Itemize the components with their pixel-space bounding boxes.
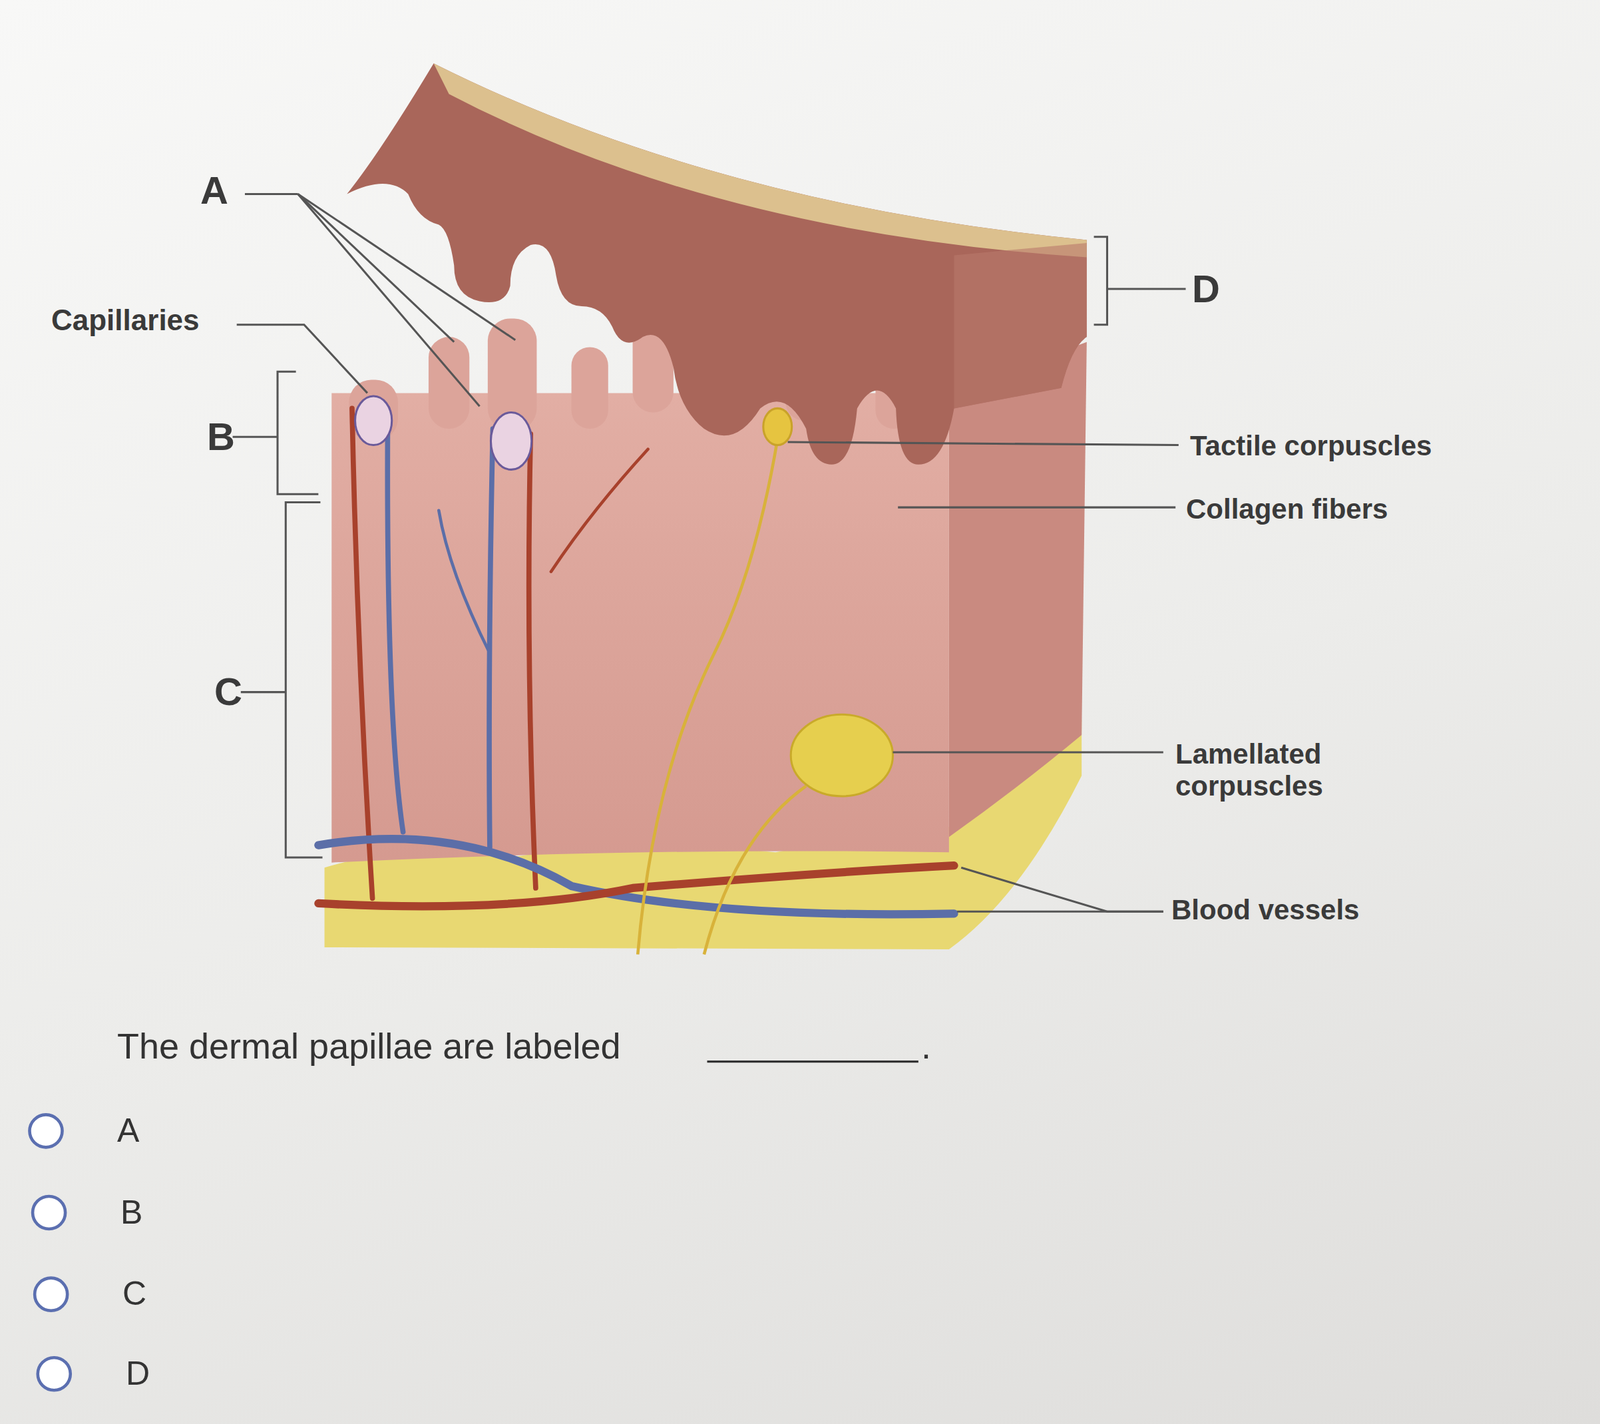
- part-letter: C: [214, 669, 243, 715]
- part-label: Tactile corpuscles: [1190, 429, 1432, 462]
- answer-blank: [706, 1060, 918, 1063]
- part-letter: A: [200, 168, 229, 213]
- part-label: Lamellated corpuscles: [1175, 738, 1455, 803]
- vessels: [318, 407, 954, 914]
- epidermis: [346, 63, 1087, 465]
- question-text: .: [921, 1024, 932, 1067]
- question-text: The dermal papillae are labeled: [117, 1024, 621, 1067]
- part-letter: B: [206, 414, 235, 460]
- option-text: C: [122, 1274, 147, 1314]
- part-label: Capillaries: [51, 303, 200, 338]
- option-text: A: [117, 1111, 140, 1151]
- option-text: B: [120, 1193, 143, 1232]
- dermis: [331, 392, 950, 862]
- option-text: D: [125, 1354, 150, 1394]
- nerves: [637, 407, 893, 954]
- epidermis-side: [954, 242, 1087, 408]
- capillary-knots: [355, 396, 532, 470]
- epidermis-surface: [433, 63, 1087, 257]
- dermis-side: [949, 342, 1087, 838]
- part-label: Blood vessels: [1171, 893, 1360, 926]
- part-letter: D: [1192, 266, 1220, 312]
- radio-buttons: [29, 1114, 70, 1390]
- leader-lines: [232, 193, 1187, 912]
- part-label: Collagen fibers: [1186, 493, 1388, 526]
